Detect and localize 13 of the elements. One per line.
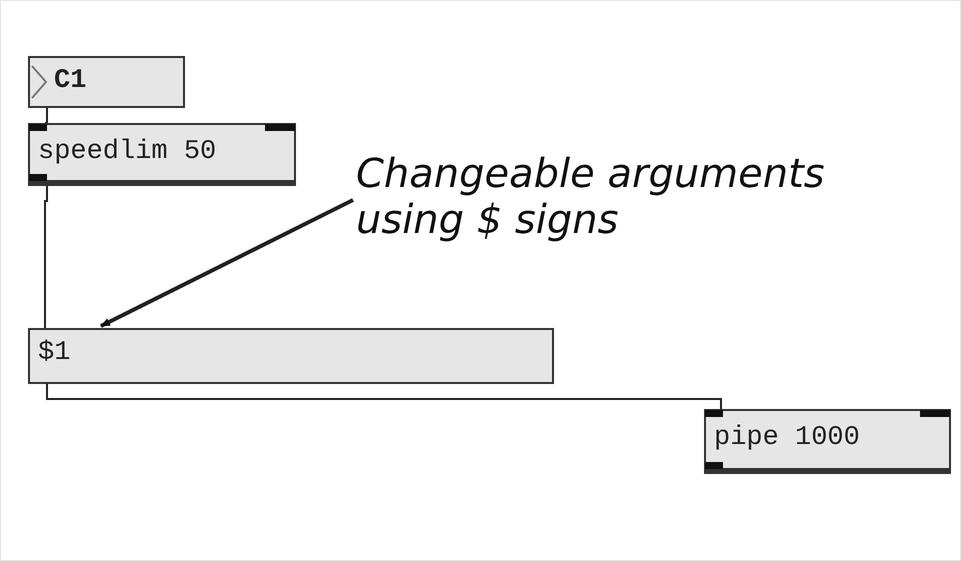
object-name: pipe 1000	[714, 423, 860, 453]
leader-arrow	[100, 198, 354, 328]
object-name: speedlim 50	[38, 137, 216, 167]
number-box	[28, 56, 185, 108]
number-value: C1	[54, 66, 86, 96]
object-box	[704, 409, 951, 474]
object-box	[28, 123, 296, 186]
patch-cord	[44, 186, 48, 328]
patch-cord	[46, 384, 722, 409]
patch-cord	[44, 108, 48, 124]
annotation-text: Changeable arguments using $ signs	[356, 151, 926, 251]
message-box	[28, 328, 554, 384]
message-text: $1	[38, 338, 70, 368]
